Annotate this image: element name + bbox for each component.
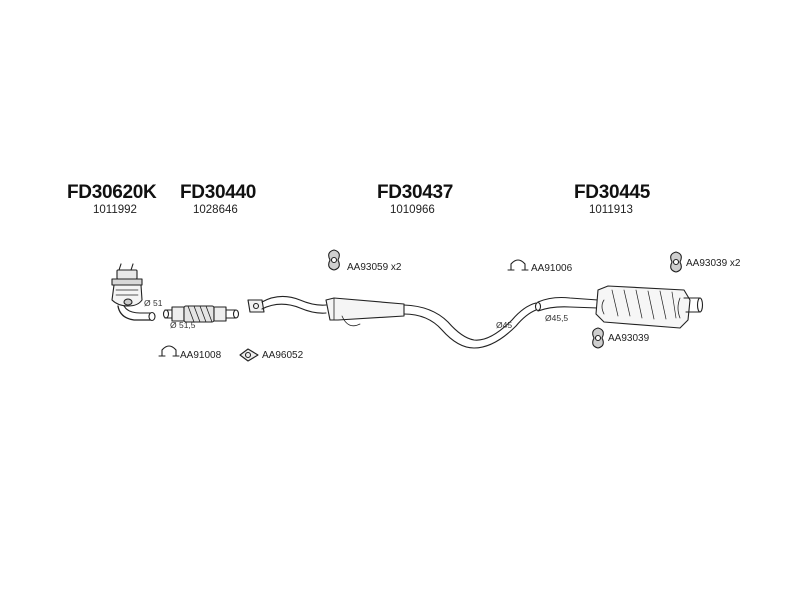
dimension-label: Ø 51 bbox=[144, 298, 163, 308]
part-number-catalyst[interactable]: FD30620K bbox=[67, 182, 157, 203]
part-number-rear-silencer[interactable]: FD30445 bbox=[574, 182, 651, 203]
oe-number-rear-silencer: 1011913 bbox=[589, 204, 633, 216]
oe-number-catalyst: 1011992 bbox=[93, 204, 137, 216]
rear-silencer-drawing[interactable] bbox=[534, 285, 704, 329]
u-clamp-icon[interactable] bbox=[158, 345, 180, 357]
rubber-mount-icon[interactable] bbox=[592, 327, 604, 349]
u-clamp-icon[interactable] bbox=[507, 259, 529, 271]
part-number-flex-pipe[interactable]: FD30440 bbox=[180, 182, 257, 203]
accessory-label[interactable]: AA93039 x2 bbox=[686, 258, 741, 269]
accessory-label[interactable]: AA91008 bbox=[180, 350, 222, 361]
catalyst-drawing[interactable] bbox=[111, 263, 156, 322]
oe-number-middle-silencer: 1010966 bbox=[390, 204, 435, 216]
part-number-middle-silencer[interactable]: FD30437 bbox=[377, 182, 454, 203]
accessory-label[interactable]: AA91006 bbox=[531, 263, 573, 274]
dimension-label: Ø 51,5 bbox=[170, 320, 196, 330]
middle-silencer-drawing[interactable] bbox=[247, 295, 537, 349]
flex-pipe-drawing[interactable] bbox=[162, 305, 240, 323]
oe-number-flex-pipe: 1028646 bbox=[193, 204, 238, 216]
rubber-mount-icon[interactable] bbox=[670, 251, 682, 273]
dimension-label: Ø45,5 bbox=[545, 313, 569, 323]
accessory-label[interactable]: AA93059 x2 bbox=[347, 262, 402, 273]
accessory-label[interactable]: AA93039 bbox=[608, 333, 650, 344]
flange-gasket-icon[interactable] bbox=[239, 348, 259, 362]
dimension-label: Ø45 bbox=[496, 320, 513, 330]
accessory-label[interactable]: AA96052 bbox=[262, 350, 304, 361]
rubber-mount-icon[interactable] bbox=[328, 249, 340, 271]
